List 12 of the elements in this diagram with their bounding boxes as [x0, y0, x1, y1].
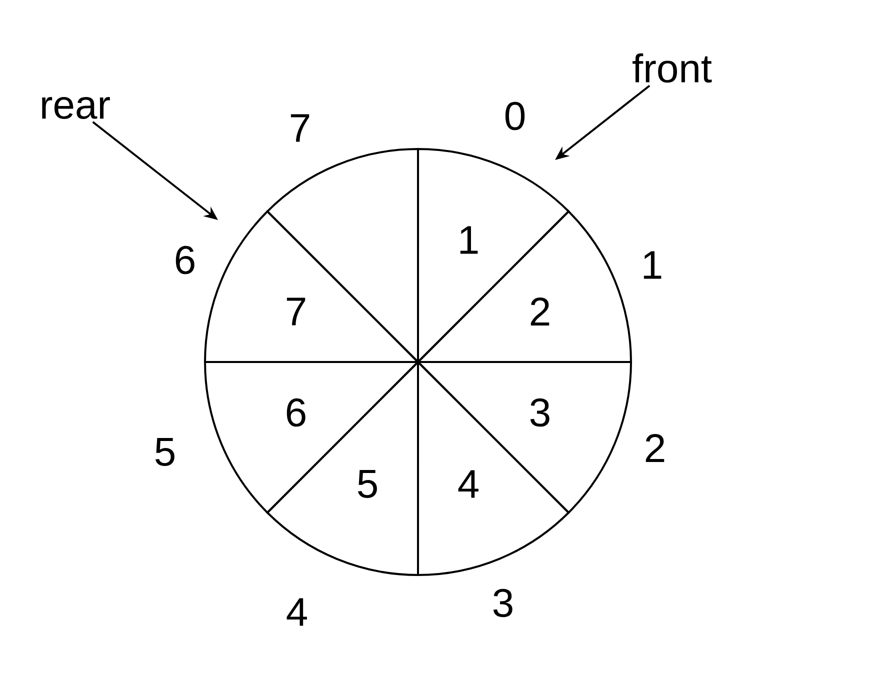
index-label: 1 [644, 251, 662, 279]
index-label: 3 [493, 588, 512, 618]
pointer-label: rear [42, 97, 110, 119]
index-label: 2 [646, 434, 664, 462]
queue-slot: 7 [204, 210, 419, 363]
index-label: 4 [286, 598, 307, 626]
index-label: 0 [505, 102, 525, 130]
index-label: 6 [176, 246, 194, 274]
index-label: 7 [290, 114, 310, 142]
pointer-label: front [632, 53, 712, 83]
index-label: 5 [155, 438, 174, 466]
empty-queue-slot [266, 148, 420, 363]
